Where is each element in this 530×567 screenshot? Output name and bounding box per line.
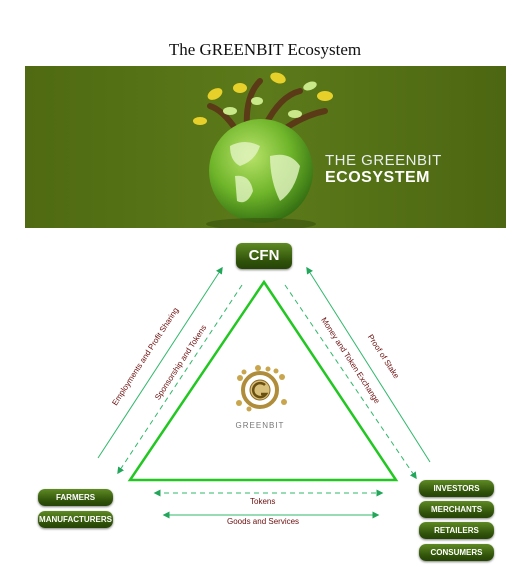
- node-cfn: CFN: [236, 243, 292, 269]
- label-tokens: Tokens: [250, 497, 276, 506]
- arrow-left-outer: [97, 266, 223, 459]
- arrow-right-inner: [284, 284, 417, 480]
- greenbit-logo-text: GREENBIT: [236, 421, 285, 430]
- banner-title-line2: ECOSYSTEM: [325, 169, 430, 186]
- node-manufacturers: MANUFACTURERS: [38, 511, 113, 528]
- page-title: The GREENBIT Ecosystem: [168, 40, 362, 59]
- greenbit-logo: GREENBIT: [236, 365, 287, 430]
- node-retailers: RETAILERS: [419, 522, 494, 539]
- node-investors: INVESTORS: [419, 480, 494, 497]
- label-goods-services: Goods and Services: [227, 517, 300, 526]
- node-consumers: CONSUMERS: [419, 544, 494, 561]
- node-farmers: FARMERS: [38, 489, 113, 506]
- ecosystem-banner: THE GREENBIT ECOSYSTEM: [25, 66, 506, 228]
- node-merchants: MERCHANTS: [419, 501, 494, 518]
- banner-title-line1: THE GREENBIT: [325, 152, 442, 169]
- arrow-left-inner: [117, 284, 243, 475]
- ecosystem-triangle: [127, 279, 399, 482]
- globe-tree-illustration: [193, 72, 333, 228]
- arrow-right-outer: [306, 266, 431, 463]
